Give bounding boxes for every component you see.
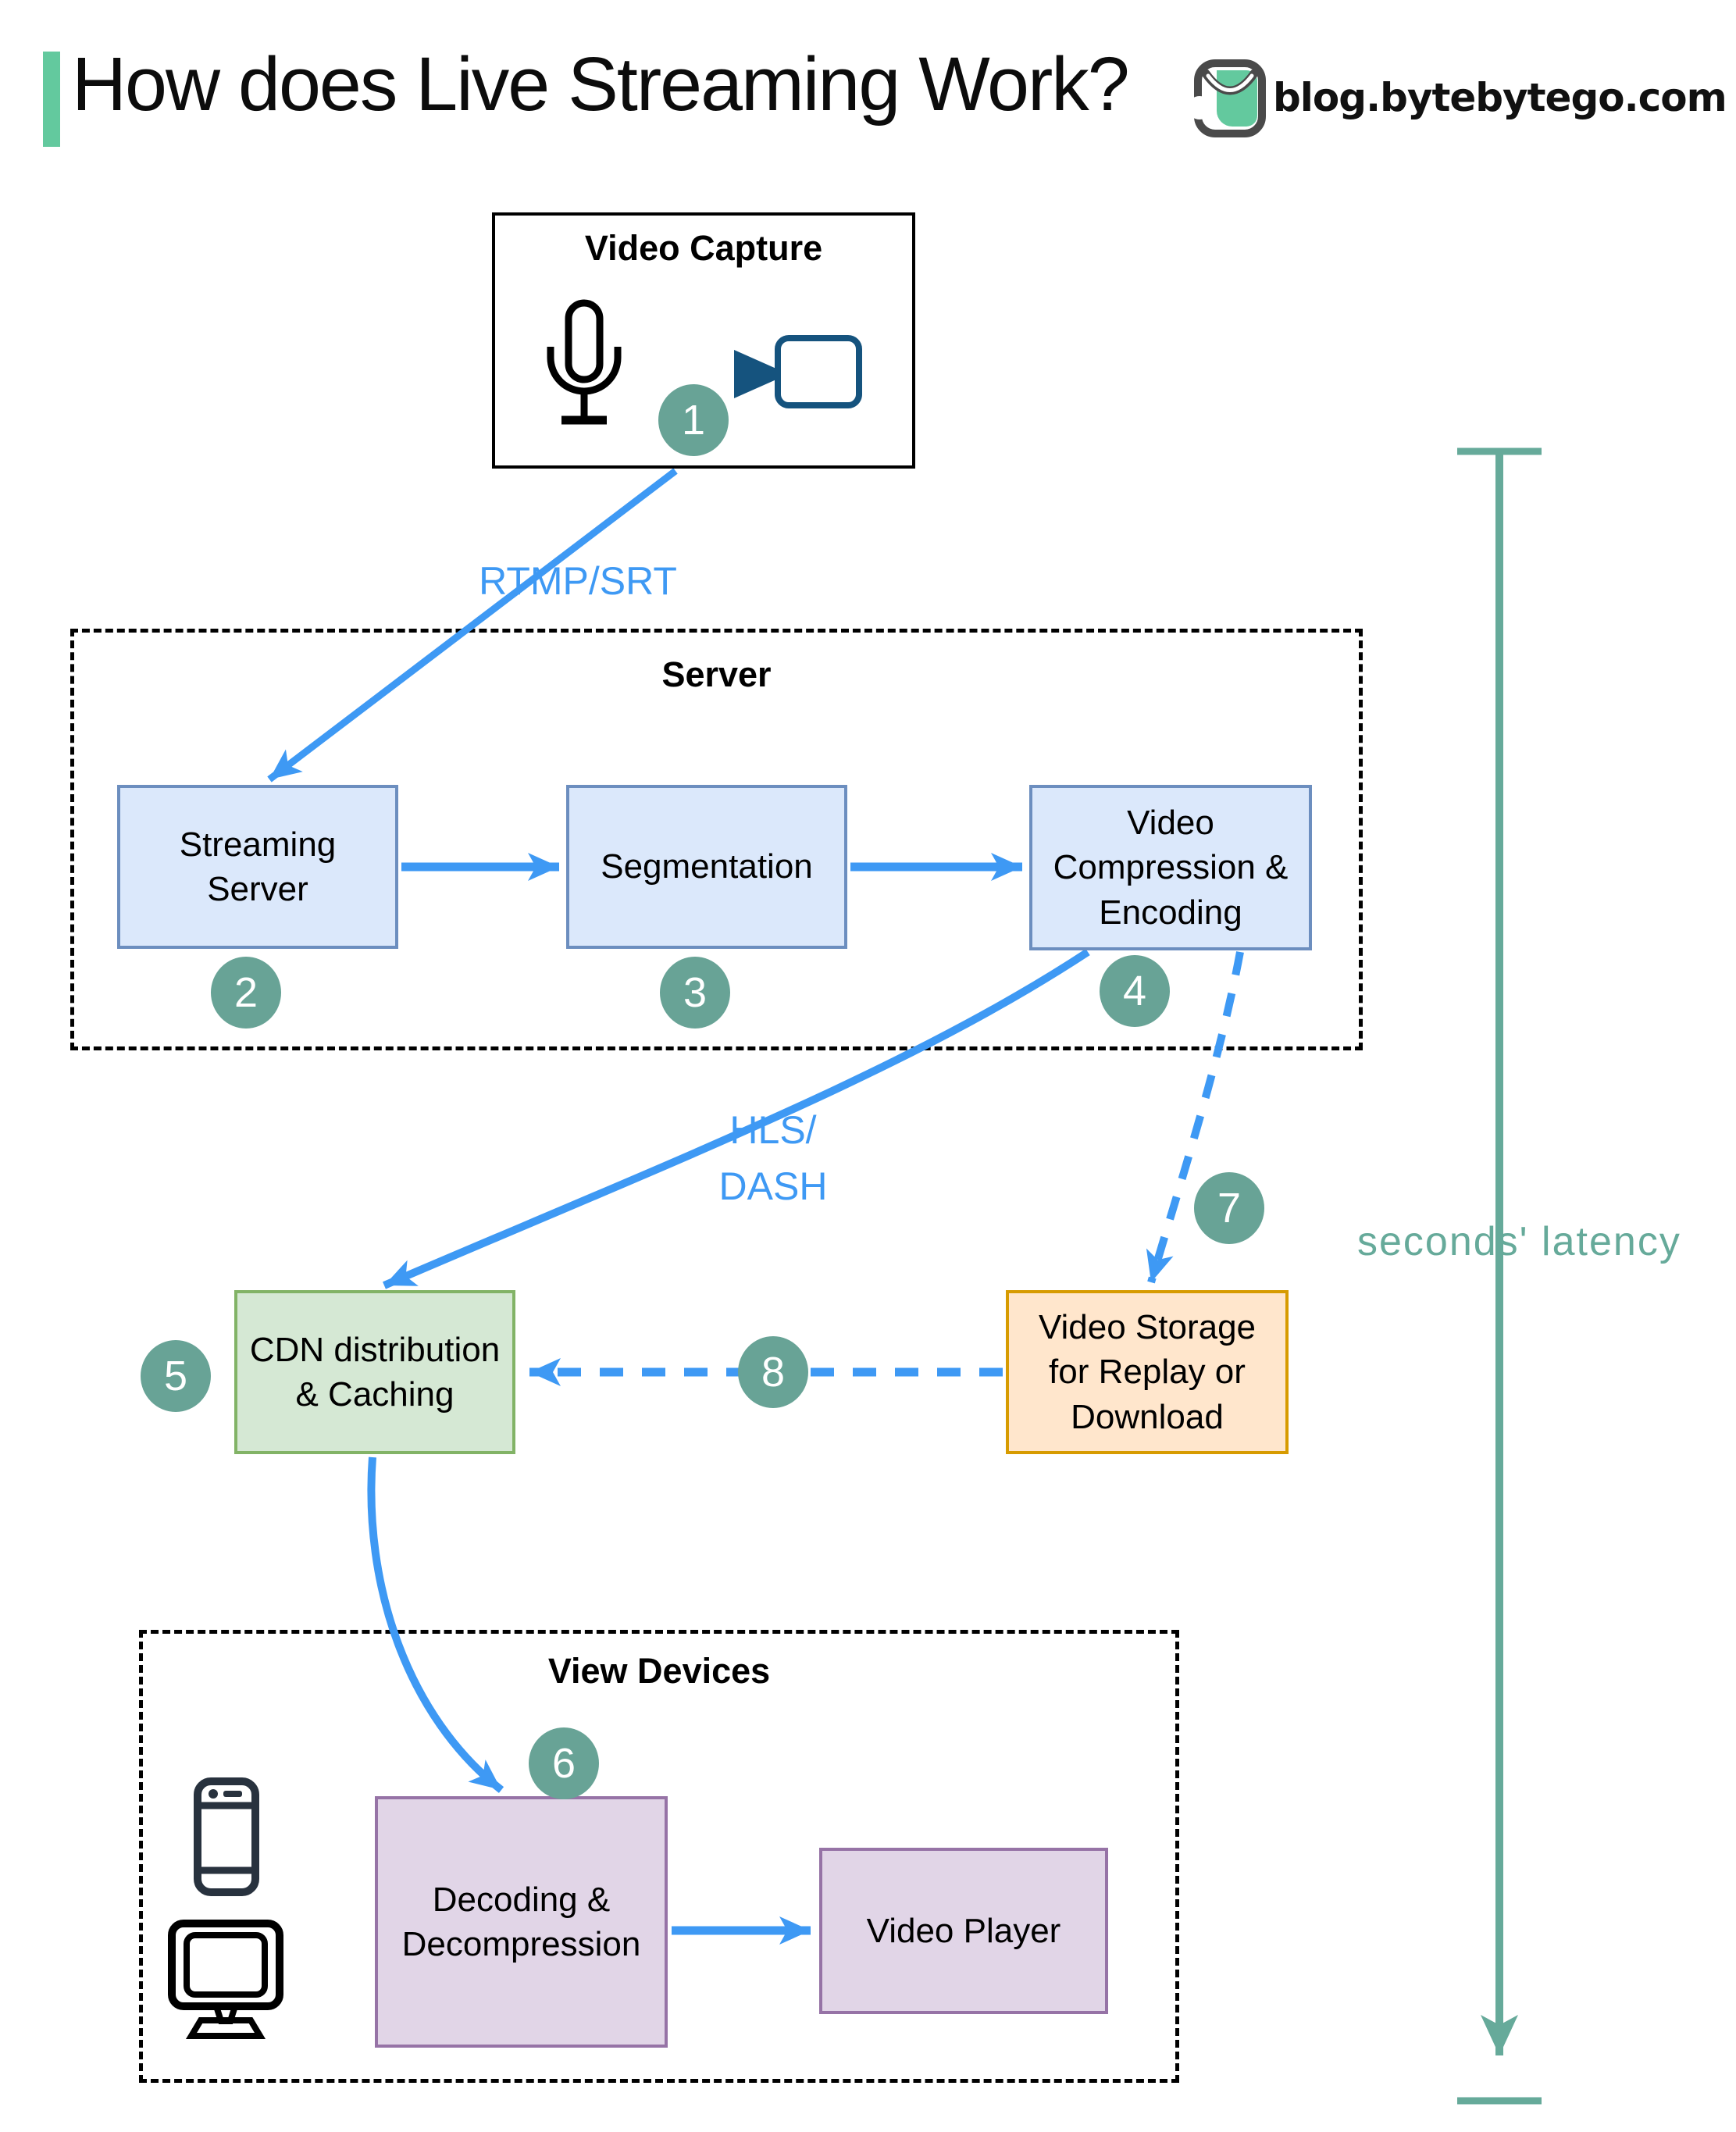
node-video-player: Video Player (819, 1848, 1108, 2014)
video-storage-label: Video Storage for Replay or Download (1038, 1308, 1257, 1436)
edge-rtmp-arrow (267, 468, 678, 783)
title-accent-bar (43, 52, 60, 147)
step-badge-5: 5 (141, 1340, 211, 1412)
node-cdn: CDN distribution & Caching (234, 1290, 515, 1454)
edge-label-rtmp-srt: RTMP/SRT (479, 559, 677, 603)
cdn-label: CDN distribution & Caching (249, 1330, 501, 1414)
desktop-monitor-icon (168, 1920, 283, 2039)
edge-label-hls: HLS/ (729, 1108, 817, 1152)
smartphone-icon (194, 1777, 259, 1896)
video-capture-title: Video Capture (584, 228, 823, 268)
node-segmentation: Segmentation (566, 785, 847, 949)
view-devices-title: View Devices (547, 1651, 771, 1691)
step-badge-8: 8 (738, 1336, 808, 1408)
view-devices-group: View Devices (139, 1630, 1179, 2083)
streaming-server-label: Streaming Server (179, 825, 337, 908)
node-streaming-server: Streaming Server (117, 785, 398, 949)
step-badge-1: 1 (658, 384, 729, 456)
server-group: Server (70, 629, 1363, 1050)
video-compression-label: Video Compression & Encoding (1053, 804, 1289, 932)
node-video-compression: Video Compression & Encoding (1029, 785, 1312, 950)
server-group-title: Server (661, 654, 772, 694)
latency-label: seconds' latency (1357, 1219, 1681, 1264)
video-player-label: Video Player (866, 1911, 1061, 1950)
node-decoding: Decoding & Decompression (375, 1796, 668, 2048)
step-badge-4: 4 (1100, 955, 1170, 1027)
step-badge-6: 6 (529, 1727, 599, 1799)
edge-label-dash: DASH (718, 1164, 828, 1208)
edge-cdn-to-decoding-arrow (367, 1456, 504, 1793)
microphone-icon (547, 299, 622, 425)
edge-hls-dash-arrow (383, 948, 1090, 1289)
video-camera-icon (734, 335, 862, 408)
decoding-label: Decoding & Decompression (401, 1880, 641, 1963)
step-badge-2: 2 (211, 957, 281, 1029)
site-url: blog.bytebytego.com (1273, 75, 1727, 120)
node-video-storage: Video Storage for Replay or Download (1006, 1290, 1289, 1454)
edge-compression-to-storage-dashed (1146, 951, 1244, 1284)
segmentation-label: Segmentation (601, 847, 813, 886)
bytebytego-logo-icon (1193, 59, 1266, 137)
step-badge-7: 7 (1194, 1172, 1264, 1244)
page-title: How does Live Streaming Work? (72, 41, 1130, 127)
step-badge-3: 3 (660, 957, 730, 1029)
